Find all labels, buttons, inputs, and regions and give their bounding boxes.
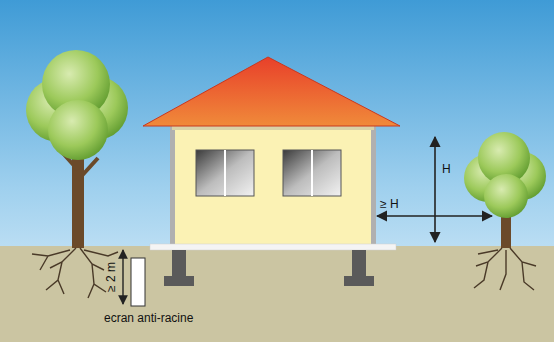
window: [283, 150, 341, 196]
window: [196, 150, 254, 196]
ground: [0, 246, 554, 342]
height-label: H: [442, 163, 451, 175]
barrier-label: ecran anti-racine: [104, 312, 193, 324]
depth-label: ≥ 2 m: [105, 262, 117, 292]
root-barrier: [131, 258, 145, 306]
pillar: [172, 250, 186, 278]
pillar: [352, 250, 366, 278]
height-arrow: [434, 137, 436, 242]
left-tree: [26, 50, 128, 298]
depth-arrow: [122, 250, 123, 304]
floor-slab: [150, 244, 396, 250]
distance-label: ≥ H: [380, 198, 399, 210]
house: [143, 57, 400, 286]
distance-arrow: [377, 215, 492, 217]
right-tree: [464, 132, 546, 290]
